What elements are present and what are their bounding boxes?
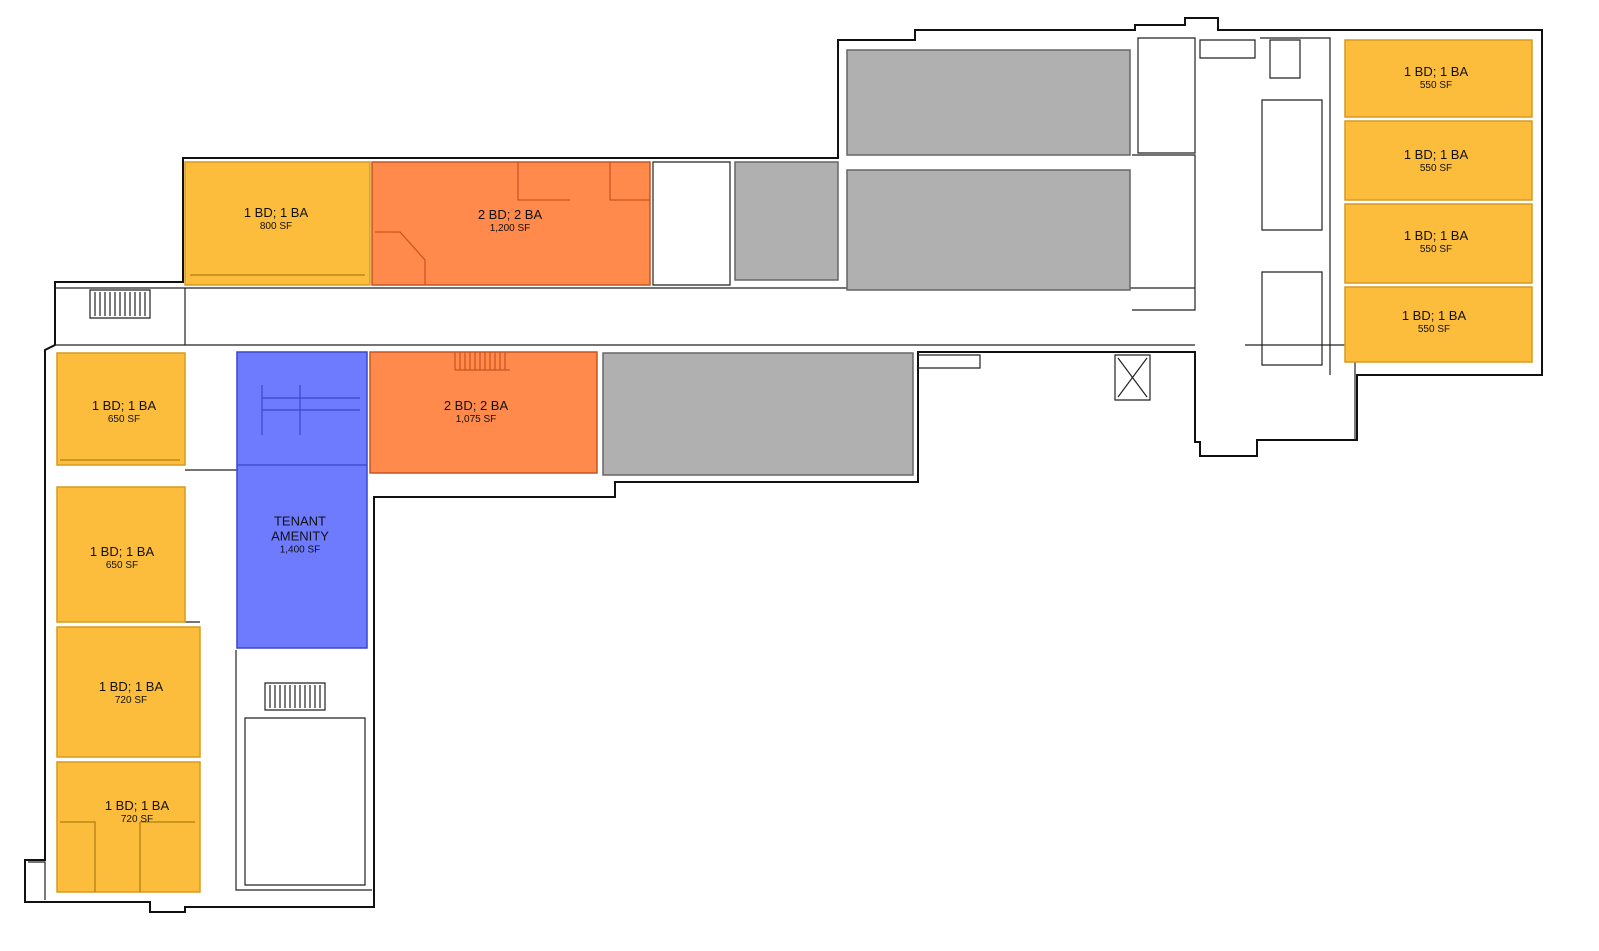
unit-1bd-550[interactable] bbox=[1344, 39, 1533, 118]
other-space bbox=[846, 169, 1131, 291]
other-space bbox=[602, 352, 914, 476]
unit-type: 2 BD; 2 BA bbox=[477, 206, 543, 222]
unit-area: 550 SF bbox=[1417, 323, 1451, 335]
unit-1bd-650[interactable] bbox=[56, 352, 186, 466]
unit-2bd-1075[interactable] bbox=[369, 351, 598, 474]
unit-area: 650 SF bbox=[105, 559, 139, 571]
unit-type: 1 BD; 1 BA bbox=[98, 678, 164, 694]
amenity-name: AMENITY bbox=[271, 528, 329, 544]
unit-type: 1 BD; 1 BA bbox=[1403, 63, 1469, 79]
amenity-area: 1,400 SF bbox=[279, 544, 321, 556]
unit-1bd-720[interactable] bbox=[56, 626, 201, 758]
unit-area: 1,200 SF bbox=[489, 222, 531, 234]
other-space bbox=[734, 161, 839, 281]
unit-area: 550 SF bbox=[1419, 79, 1453, 91]
unit-area: 720 SF bbox=[120, 813, 154, 825]
unit-type: 1 BD; 1 BA bbox=[243, 204, 309, 220]
amenity-name: TENANT bbox=[273, 513, 326, 529]
stair-icon bbox=[94, 292, 1148, 708]
unit-type: 1 BD; 1 BA bbox=[1403, 227, 1469, 243]
unit-type: 1 BD; 1 BA bbox=[91, 397, 157, 413]
unit-area: 720 SF bbox=[114, 694, 148, 706]
other-space bbox=[846, 49, 1131, 156]
unit-1bd-650[interactable] bbox=[56, 486, 186, 623]
unit-1bd-550[interactable] bbox=[1344, 286, 1533, 363]
unit-1bd-550[interactable] bbox=[1344, 203, 1533, 284]
building-outline bbox=[24, 17, 1543, 913]
unit-type: 1 BD; 1 BA bbox=[104, 797, 170, 813]
tenant-amenity[interactable] bbox=[236, 351, 368, 649]
unit-area: 650 SF bbox=[107, 413, 141, 425]
unit-area: 550 SF bbox=[1419, 243, 1453, 255]
unit-type: 2 BD; 2 BA bbox=[443, 397, 509, 413]
unit-2bd-1200[interactable] bbox=[371, 161, 651, 286]
unit-1bd-800[interactable] bbox=[184, 161, 371, 286]
unit-area: 550 SF bbox=[1419, 162, 1453, 174]
unit-area: 800 SF bbox=[259, 220, 293, 232]
unit-1bd-550[interactable] bbox=[1344, 120, 1533, 201]
unit-1bd-720[interactable] bbox=[56, 761, 201, 893]
unit-type: 1 BD; 1 BA bbox=[1403, 146, 1469, 162]
unit-area: 1,075 SF bbox=[455, 413, 497, 425]
unit-type: 1 BD; 1 BA bbox=[1401, 307, 1467, 323]
unit-type: 1 BD; 1 BA bbox=[89, 543, 155, 559]
